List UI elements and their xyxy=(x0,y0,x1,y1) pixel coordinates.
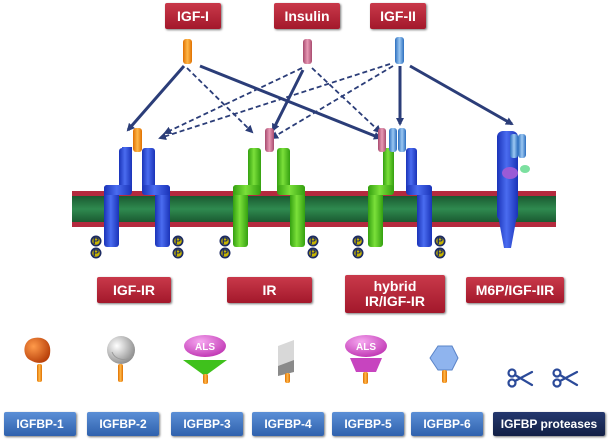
phosphate-circle: P xyxy=(172,235,184,247)
ir-receptor xyxy=(233,148,305,247)
svg-text:P: P xyxy=(93,236,99,246)
receptor-label-m6p-igf-iir: M6P/IGF-IIR xyxy=(466,277,564,303)
igf-i-ligand xyxy=(183,39,192,64)
igf-ir-receptor xyxy=(104,147,170,247)
svg-text:P: P xyxy=(222,248,228,258)
igf-ii-ligand xyxy=(395,37,404,64)
svg-text:P: P xyxy=(310,248,316,258)
phosphate-circle: P xyxy=(352,247,364,259)
svg-text:P: P xyxy=(222,236,228,246)
igf-ii-bound-hybrid xyxy=(389,128,397,152)
low-affinity-arrows xyxy=(158,63,394,140)
igfbp-3-shape: ALS xyxy=(183,335,227,384)
ligand-label-igf-ii: IGF-II xyxy=(370,3,426,29)
m6p-igf-iir-receptor xyxy=(497,131,530,248)
igfbp-3-label: IGFBP-3 xyxy=(171,412,243,436)
igfbp-6-label: IGFBP-6 xyxy=(411,412,483,436)
phosphates: P P P P P P P P P P P P xyxy=(90,235,446,259)
hybrid-receptor xyxy=(368,148,432,247)
receptor-label-ir: IR xyxy=(227,277,312,303)
svg-text:P: P xyxy=(355,248,361,258)
igf-i-bound xyxy=(133,128,142,152)
igf-ii-bound-hybrid-2 xyxy=(398,128,406,152)
svg-text:P: P xyxy=(437,236,443,246)
insulin-ligand xyxy=(303,39,312,64)
svg-text:P: P xyxy=(175,236,181,246)
ligand-label-igf-i: IGF-I xyxy=(165,3,221,29)
insulin-bound-hybrid xyxy=(378,128,386,152)
svg-text:P: P xyxy=(437,248,443,258)
igfbp-4-label: IGFBP-4 xyxy=(252,412,324,436)
ligand-label-insulin: Insulin xyxy=(274,3,340,29)
phosphate-circle: P xyxy=(434,235,446,247)
igfbp-6-shape xyxy=(429,345,459,383)
high-affinity-arrows xyxy=(126,64,514,140)
igfbp-1-label: IGFBP-1 xyxy=(4,412,76,436)
scissors-icon xyxy=(507,368,534,388)
cell-membrane xyxy=(72,191,556,227)
igfbp-2-label: IGFBP-2 xyxy=(87,412,159,436)
phosphate-circle: P xyxy=(434,247,446,259)
phosphate-circle: P xyxy=(307,235,319,247)
igfbp-3-als: ALS xyxy=(195,342,215,353)
igfbp-5-als: ALS xyxy=(356,342,376,353)
phosphate-circle: P xyxy=(90,235,102,247)
igfbp-2-shape xyxy=(107,336,135,382)
svg-text:P: P xyxy=(175,248,181,258)
igfbp-5-shape: ALS xyxy=(345,335,387,384)
igfbp-4-shape xyxy=(278,340,294,383)
scissors-icon xyxy=(552,368,579,388)
svg-text:P: P xyxy=(310,236,316,246)
phosphate-circle: P xyxy=(219,235,231,247)
phosphate-circle: P xyxy=(90,247,102,259)
svg-text:P: P xyxy=(355,236,361,246)
phosphate-circle: P xyxy=(307,247,319,259)
insulin-bound xyxy=(265,128,274,152)
phosphate-circle: P xyxy=(172,247,184,259)
igfbp-proteases-label: IGFBP proteases xyxy=(493,412,605,436)
igfbp-1-shape xyxy=(24,337,51,382)
receptor-label-hybrid-text: hybrid IR/IGF-IR xyxy=(365,278,425,309)
svg-text:P: P xyxy=(93,248,99,258)
receptor-label-hybrid: hybrid IR/IGF-IR xyxy=(345,275,445,313)
receptor-label-igf-ir: IGF-IR xyxy=(97,277,171,303)
igfbp-5-label: IGFBP-5 xyxy=(332,412,404,436)
phosphate-circle: P xyxy=(219,247,231,259)
phosphate-circle: P xyxy=(352,235,364,247)
